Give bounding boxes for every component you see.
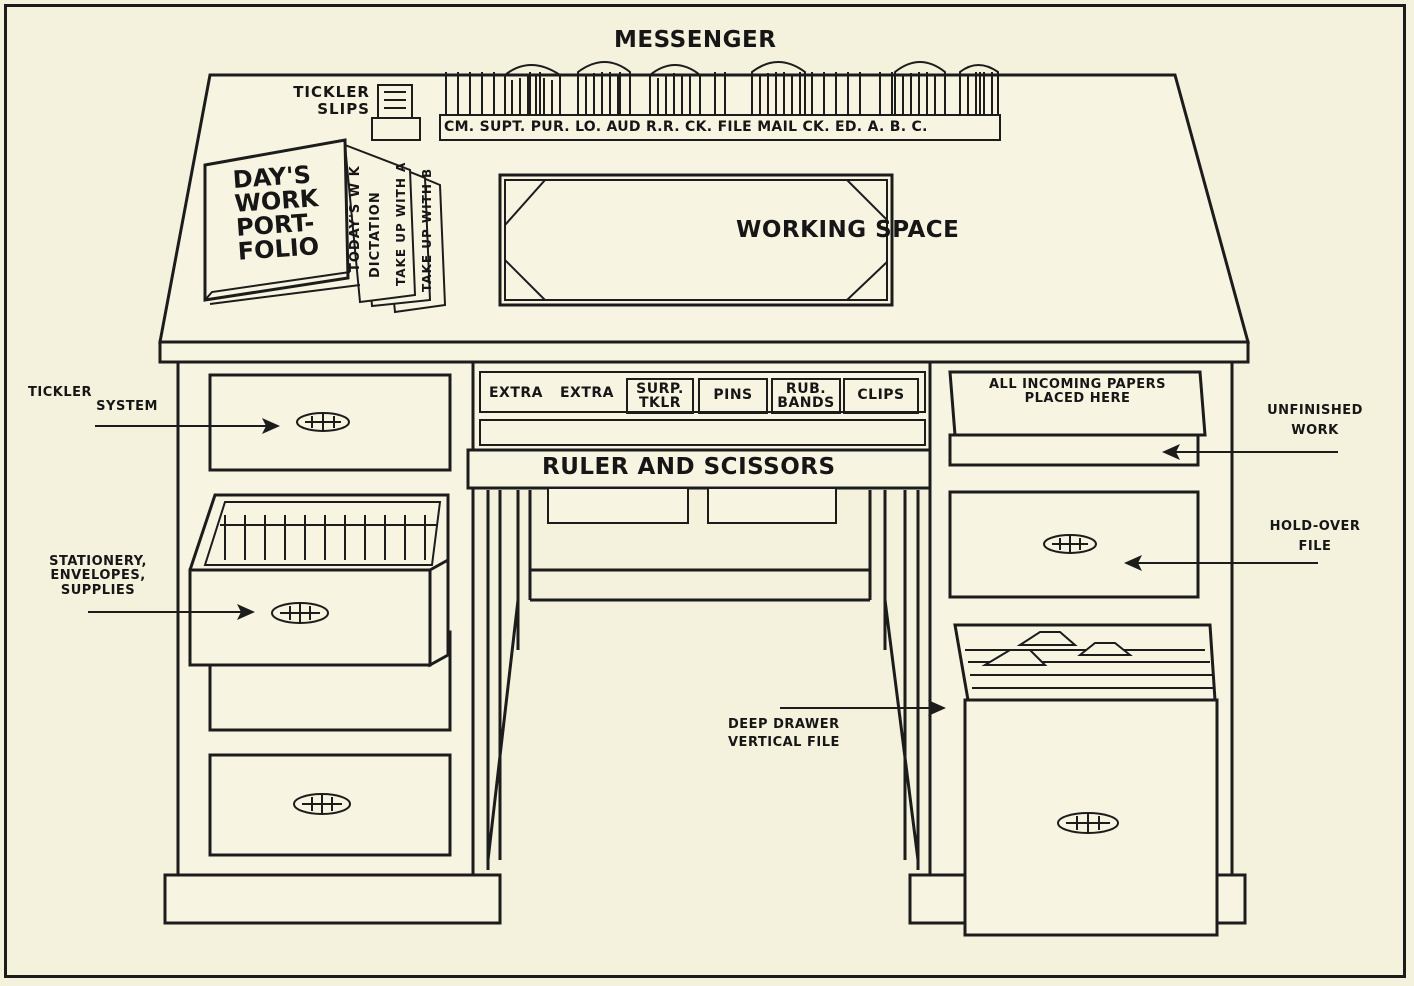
stationery-drawer-open xyxy=(188,493,450,668)
tray-bin-pins: PINS xyxy=(698,378,768,414)
portfolio-tab-today: TODAY'S W K xyxy=(348,165,363,272)
ruler-and-scissors-label: RULER AND SCISSORS xyxy=(542,454,836,480)
center-legs xyxy=(471,455,932,875)
center-tray xyxy=(466,360,937,524)
portfolio-book xyxy=(203,138,447,314)
pointer-arrows xyxy=(88,418,1338,716)
desk-top-edge xyxy=(158,340,1250,364)
tickler-slips-label: TICKLER SLIPS xyxy=(293,83,370,118)
tray-bin-extra-1: EXTRA xyxy=(488,385,544,401)
hold-over-file-label: HOLD-OVER FILE xyxy=(1269,519,1361,555)
tickler-slips-box xyxy=(371,84,421,141)
messenger-slots-label: CM. SUPT. PUR. LO. AUD R.R. CK. FILE MAI… xyxy=(444,119,928,135)
tray-bin-extra-2: EXTRA xyxy=(559,385,615,401)
portfolio-tab-take-up-a: TAKE UP WITH A xyxy=(394,161,408,286)
portfolio-tab-dictation: DICTATION xyxy=(368,191,383,278)
tray-bin-surp-tklr: SURP. TKLR xyxy=(626,378,694,414)
tray-bin-rub-bands: RUB. BANDS xyxy=(771,378,841,414)
tickler-system-label: TICKLER SYSTEM xyxy=(28,385,158,415)
blotter xyxy=(498,173,894,307)
messenger-label: MESSENGER xyxy=(614,27,777,53)
portfolio-tab-take-up-b: TAKE UP WITH B xyxy=(420,167,434,292)
right-pedestal xyxy=(908,360,1247,937)
working-space-label: WORKING SPACE xyxy=(736,217,960,243)
deep-drawer-label: DEEP DRAWER VERTICAL FILE xyxy=(728,717,840,751)
messenger-rack xyxy=(439,61,1001,141)
portfolio-title: DAY'S WORK PORT- FOLIO xyxy=(231,160,321,266)
tray-bin-clips: CLIPS xyxy=(843,378,919,414)
incoming-papers-label: ALL INCOMING PAPERS PLACED HERE xyxy=(989,377,1166,407)
stationery-label: STATIONERY, ENVELOPES, SUPPLIES xyxy=(49,554,147,598)
unfinished-work-label: UNFINISHED WORK xyxy=(1267,403,1363,439)
drawer-pulls xyxy=(271,412,1119,834)
